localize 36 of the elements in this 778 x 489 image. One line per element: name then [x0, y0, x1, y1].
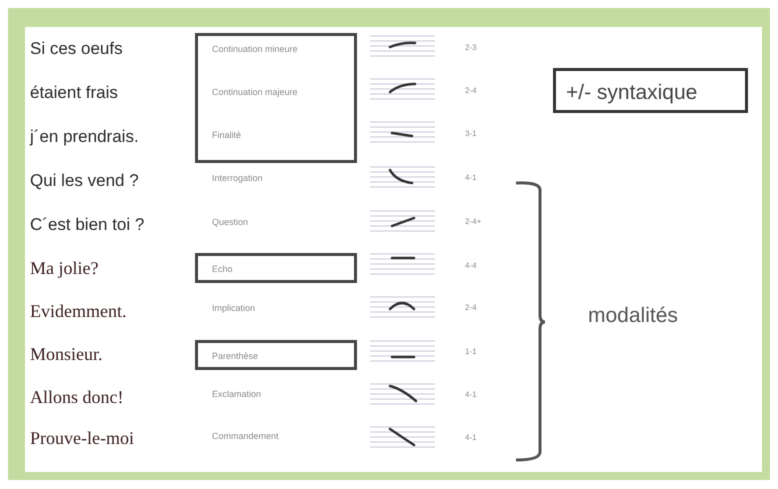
intonation-label: Implication: [212, 302, 256, 315]
example-sentence: Qui les vend ?: [30, 170, 139, 192]
group-label: modalités: [588, 303, 678, 329]
example-sentence: j´en prendrais.: [30, 126, 139, 148]
intonation-label: Finalité: [212, 129, 242, 142]
pitch-code: 1-1: [465, 346, 477, 358]
intonation-label: +/- syntaxique: [566, 80, 698, 106]
example-sentence: Allons donc!: [30, 386, 124, 409]
label-box: [553, 68, 748, 113]
example-sentence: Evidemment.: [30, 300, 126, 323]
pitch-code: 2-3: [465, 42, 477, 54]
intonation-label: Interrogation: [212, 172, 263, 185]
example-sentence: étaient frais: [30, 82, 118, 104]
pitch-code: 4-1: [465, 432, 477, 444]
example-sentence: Si ces oeufs: [30, 38, 123, 60]
intonation-label: Parenthèse: [212, 350, 258, 363]
pitch-code: 2-4: [465, 85, 477, 97]
example-sentence: C´est bien toi ?: [30, 214, 144, 236]
example-sentence: Prouve-le-moi: [30, 427, 134, 450]
intonation-label: Continuation majeure: [212, 86, 298, 99]
pitch-code: 2-4+: [465, 216, 482, 228]
example-sentence: Monsieur.: [30, 343, 103, 366]
intonation-label: Question: [212, 216, 248, 229]
intonation-label: Exclamation: [212, 388, 262, 401]
label-box: [195, 340, 357, 370]
pitch-code: 4-1: [465, 389, 477, 401]
label-box: [195, 33, 357, 163]
pitch-code: 3-1: [465, 128, 477, 140]
pitch-code: 4-1: [465, 172, 477, 184]
intonation-label: Continuation mineure: [212, 43, 298, 56]
intonation-label: Echo: [212, 263, 233, 276]
pitch-code: 2-4: [465, 302, 477, 314]
label-box: [195, 253, 357, 283]
pitch-code: 4-4: [465, 260, 477, 272]
intonation-label: Commandement: [212, 430, 279, 443]
example-sentence: Ma jolie?: [30, 257, 98, 280]
